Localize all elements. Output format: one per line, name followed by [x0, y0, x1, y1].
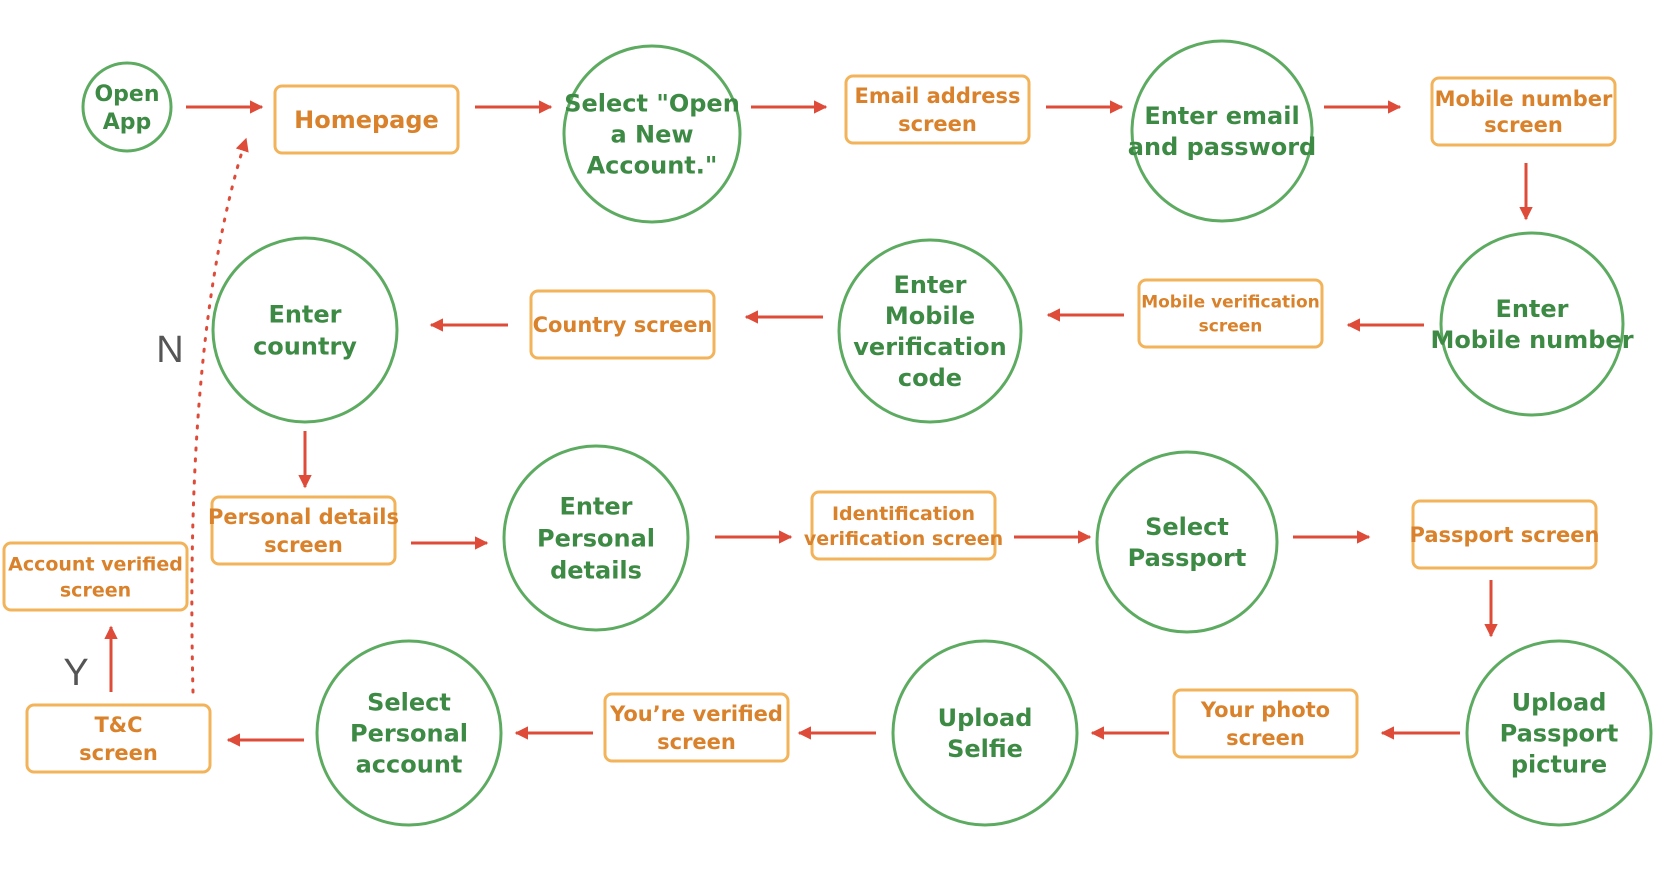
- node-label-line: Selfie: [947, 735, 1023, 763]
- node-label-line: Email address: [855, 84, 1021, 108]
- action-circle: [837, 238, 1023, 424]
- node-enter-country: Enter country: [211, 236, 399, 424]
- dotted-return-arrow: [190, 137, 249, 694]
- node-label-line: Personal: [350, 720, 468, 748]
- node-label-line: verification screen: [804, 528, 1003, 550]
- node-label-line: Mobile verification: [1141, 293, 1320, 313]
- screen-box: [603, 692, 790, 763]
- node-homepage: Homepage: [273, 84, 460, 155]
- node-label-line: Identification: [832, 503, 975, 525]
- screen-box: [1430, 76, 1617, 147]
- action-circle: [211, 236, 399, 424]
- node-label-line: Mobile number: [1435, 87, 1613, 111]
- node-label-line: Passport: [1500, 720, 1619, 748]
- node-label-line: screen: [898, 112, 977, 136]
- node-label-line: picture: [1511, 751, 1607, 779]
- action-circle: [315, 639, 503, 827]
- node-label-line: Enter: [268, 301, 341, 329]
- node-label-line: Mobile number: [1430, 326, 1633, 354]
- node-label-line: Select "Open: [564, 90, 740, 118]
- node-label-line: code: [898, 364, 962, 392]
- screen-box: [1411, 499, 1598, 570]
- node-passport-screen: Passport screen: [1410, 499, 1600, 570]
- node-label-line: Account.": [587, 152, 718, 180]
- node-label-line: and password: [1128, 133, 1316, 161]
- node-label-line: Mobile: [885, 302, 975, 330]
- node-label-line: screen: [1226, 726, 1305, 750]
- node-enter-email-password: Enter email and password: [1128, 39, 1316, 223]
- node-label-line: Country screen: [533, 313, 713, 337]
- node-label-line: Passport screen: [1410, 523, 1600, 547]
- node-label-line: screen: [60, 579, 131, 601]
- node-label-line: Account verified: [8, 553, 183, 575]
- node-label-line: Open: [94, 82, 159, 107]
- node-label-line: screen: [79, 741, 158, 765]
- node-label-line: Enter email: [1144, 102, 1299, 130]
- node-label-line: a New: [610, 121, 693, 149]
- node-label-line: screen: [1484, 113, 1563, 137]
- node-label-line: Enter: [559, 493, 632, 521]
- node-label-line: You’re verified: [609, 702, 783, 726]
- screen-box: [273, 84, 460, 155]
- action-circle: [1095, 450, 1279, 634]
- action-circle: [1439, 231, 1625, 417]
- node-identification-screen: Identification verification screen: [804, 490, 1003, 561]
- node-personal-details-screen: Personal details screen: [208, 495, 399, 566]
- node-label-line: App: [103, 110, 152, 135]
- screen-box: [25, 703, 212, 774]
- node-label-line: verification: [853, 333, 1006, 361]
- node-youre-verified-screen: You’re verified screen: [603, 692, 790, 763]
- screen-box: [210, 495, 397, 566]
- node-label-line: T&C: [94, 713, 142, 737]
- action-circle: [891, 639, 1079, 827]
- node-account-verified-screen: Account verified screen: [2, 541, 189, 612]
- node-label-line: screen: [1199, 317, 1263, 337]
- node-email-screen: Email address screen: [844, 74, 1031, 145]
- action-circle: [1130, 39, 1314, 223]
- node-label-line: details: [550, 557, 642, 585]
- action-circle: [562, 44, 742, 224]
- screen-box: [1172, 688, 1359, 759]
- node-label-line: Personal: [537, 525, 655, 553]
- branch-label-no: N: [156, 329, 183, 371]
- node-label-line: Select: [1145, 513, 1229, 541]
- node-label-line: screen: [264, 533, 343, 557]
- screen-box: [844, 74, 1031, 145]
- node-label-line: Passport: [1128, 544, 1247, 572]
- node-label-line: Upload: [1512, 689, 1607, 717]
- node-label-line: Personal details: [208, 505, 399, 529]
- action-circle: [502, 444, 690, 632]
- action-circle: [1465, 639, 1653, 827]
- screen-box: [810, 490, 997, 561]
- node-label-line: account: [356, 751, 463, 779]
- action-circle: [81, 61, 173, 153]
- node-label-line: screen: [657, 730, 736, 754]
- screen-box: [1137, 278, 1324, 349]
- branch-label-yes: Y: [63, 652, 88, 694]
- node-label-line: Enter: [1495, 295, 1568, 323]
- node-mobile-verification-screen: Mobile verification screen: [1137, 278, 1324, 349]
- node-label-line: Homepage: [294, 106, 439, 134]
- node-label-line: Select: [367, 689, 451, 717]
- node-label-line: Your photo: [1200, 698, 1330, 722]
- screen-box: [529, 289, 716, 360]
- node-label-line: Enter: [893, 271, 966, 299]
- screen-box: [2, 541, 189, 612]
- node-tc-screen: T&C screen: [25, 703, 212, 774]
- node-label-line: Upload: [938, 704, 1033, 732]
- node-your-photo-screen: Your photo screen: [1172, 688, 1359, 759]
- node-country-screen: Country screen: [529, 289, 716, 360]
- node-label-line: country: [253, 333, 357, 361]
